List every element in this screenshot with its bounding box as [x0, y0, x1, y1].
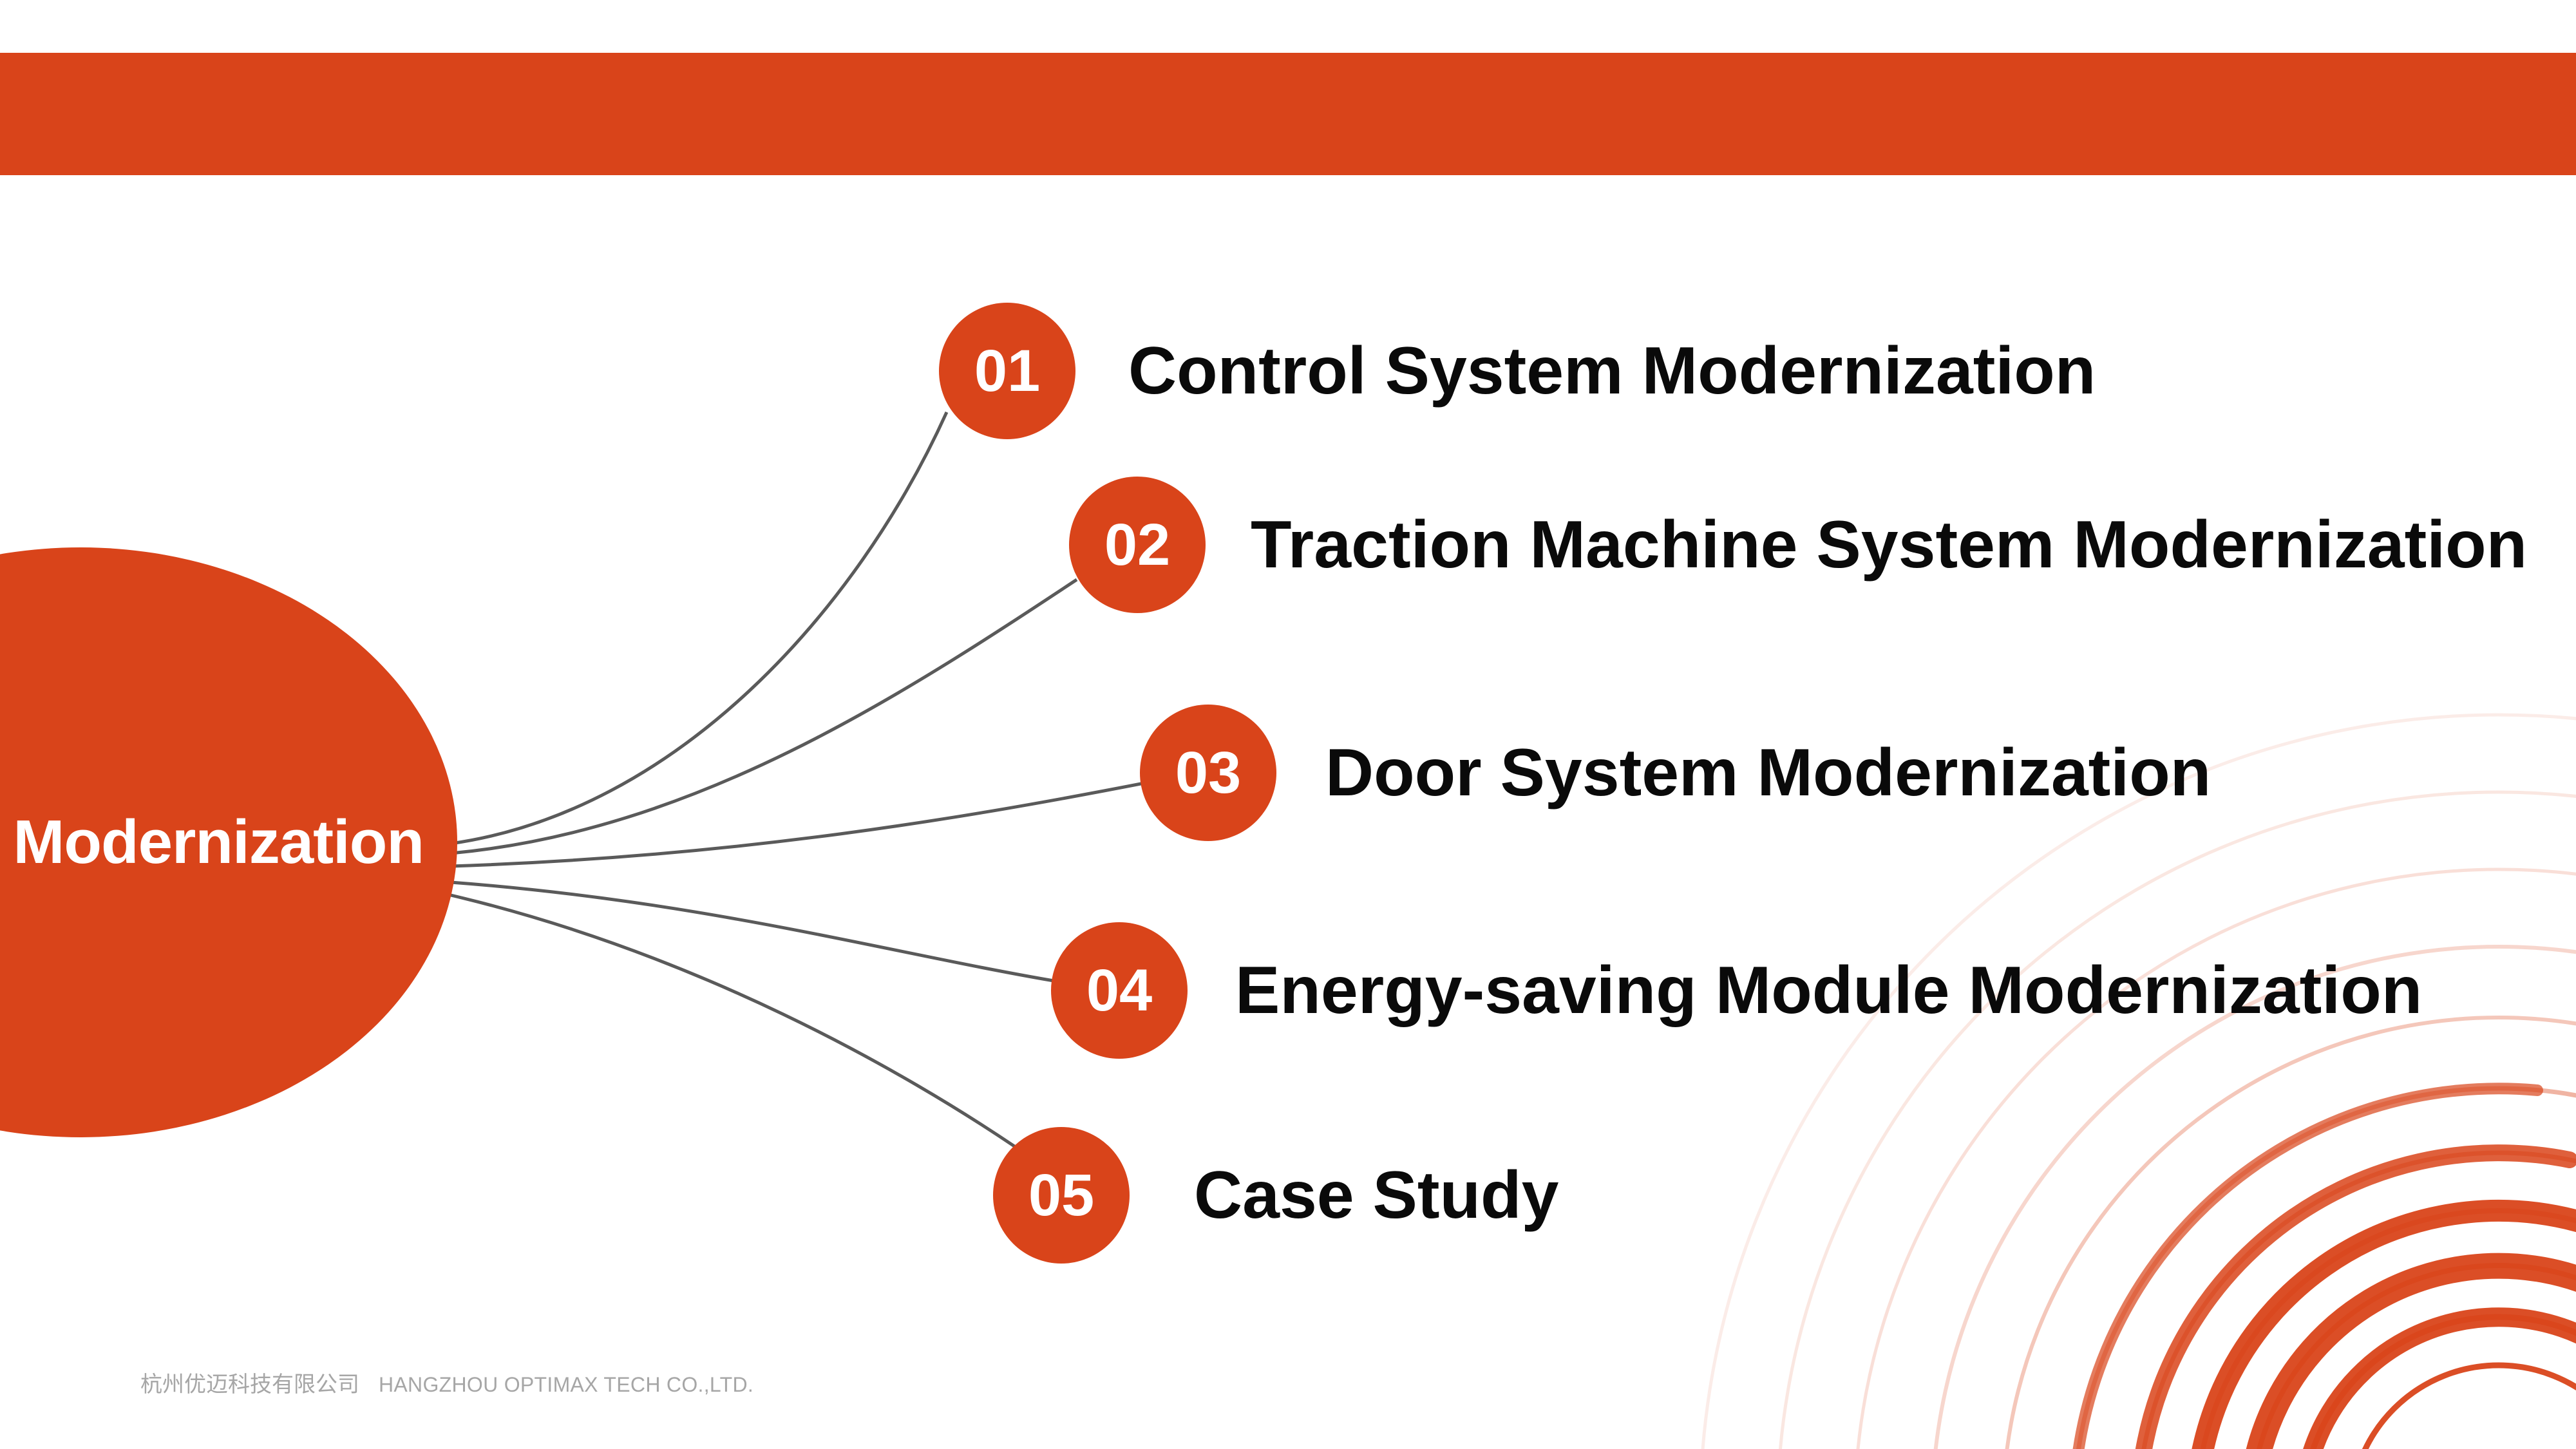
agenda-label-04: Energy-saving Module Modernization — [1235, 952, 2423, 1028]
hub-label: Modernization — [13, 808, 424, 876]
agenda-item-02[interactable]: 02 Traction Machine System Modernization — [1069, 477, 2527, 613]
agenda-number-badge-04: 04 — [1051, 922, 1188, 1059]
connector-line-02 — [450, 578, 1078, 855]
connector-line-04 — [450, 880, 1062, 984]
agenda-label-02: Traction Machine System Modernization — [1251, 507, 2528, 582]
agenda-number-badge-02: 02 — [1069, 477, 1206, 613]
agenda-label-03: Door System Modernization — [1325, 735, 2211, 810]
footer-company-info: 杭州优迈科技有限公司 HANGZHOU OPTIMAX TECH CO.,LTD… — [140, 1367, 753, 1398]
agenda-item-05[interactable]: 05 Case Study — [993, 1127, 1558, 1264]
connector-line-05 — [450, 893, 1025, 1155]
hub-circle: Modernization — [0, 547, 457, 1137]
agenda-item-04[interactable]: 04 Energy-saving Module Modernization — [1051, 922, 2422, 1059]
connector-line-03 — [450, 781, 1148, 868]
agenda-item-01[interactable]: 01 Control System Modernization — [939, 303, 2096, 439]
top-accent-bar — [0, 53, 2576, 175]
footer-company-name-en: HANGZHOU OPTIMAX TECH CO.,LTD. — [379, 1373, 754, 1396]
connector-line-01 — [450, 411, 949, 846]
agenda-item-03[interactable]: 03 Door System Modernization — [1140, 705, 2211, 841]
agenda-label-01: Control System Modernization — [1128, 333, 2096, 408]
agenda-number-badge-01: 01 — [939, 303, 1075, 439]
agenda-label-05: Case Study — [1194, 1157, 1559, 1233]
agenda-number-badge-03: 03 — [1140, 705, 1276, 841]
footer-company-name-cn: 杭州优迈科技有限公司 — [140, 1372, 359, 1397]
agenda-number-badge-05: 05 — [993, 1127, 1130, 1264]
